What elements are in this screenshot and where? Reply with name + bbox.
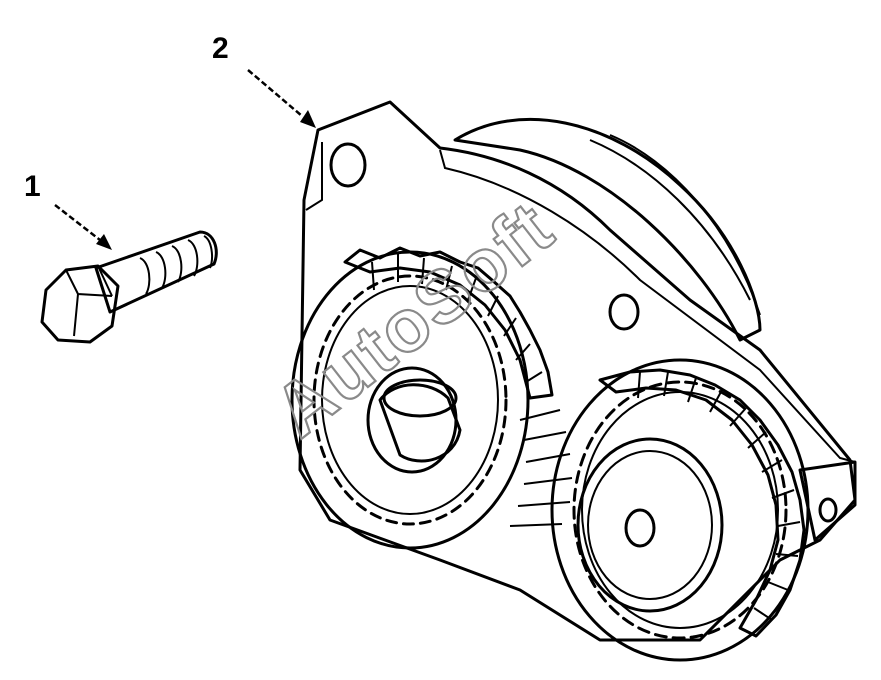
callout-2: 2 — [212, 32, 229, 65]
lower-gear-hub — [576, 437, 724, 613]
pump-housing — [298, 100, 857, 642]
lower-right-gear — [550, 358, 810, 662]
upper-gear-hub — [366, 366, 462, 474]
upper-left-gear — [290, 246, 554, 550]
gear-mesh-teeth — [509, 409, 573, 527]
leader-arrow-1 — [54, 204, 112, 250]
callout-1: 1 — [24, 170, 41, 203]
bolt — [40, 230, 218, 344]
leader-arrow-2 — [247, 69, 316, 128]
